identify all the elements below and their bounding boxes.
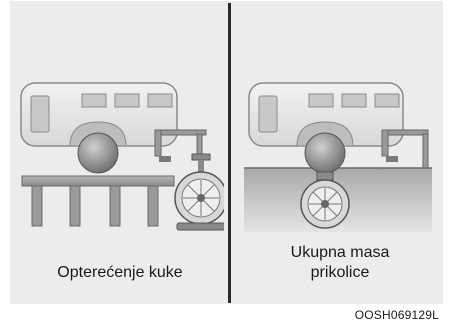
- weighing-platform-icon: [21, 175, 175, 227]
- scale-icon: [174, 153, 224, 231]
- gross-weight-label-line2: prikolice: [310, 264, 370, 281]
- figure-code: OOSH069129L: [354, 308, 439, 322]
- trailer-icon: [248, 82, 429, 174]
- trailer-wheel: [304, 132, 346, 174]
- scale-icon: [300, 171, 350, 229]
- divider-line: [228, 3, 231, 303]
- gross-trailer-weight-scene: [244, 82, 432, 232]
- tongue-weight-caption: Opterećenje kuke: [20, 263, 220, 283]
- gross-weight-label-line1: Ukupna masa: [290, 244, 390, 261]
- gross-trailer-weight-caption: Ukupna masa prikolice: [240, 243, 440, 283]
- trailer-wheel: [77, 132, 119, 174]
- tongue-weight-scene: [20, 82, 224, 231]
- tongue-weight-label: Opterećenje kuke: [57, 264, 183, 281]
- trailer-icon: [20, 82, 207, 174]
